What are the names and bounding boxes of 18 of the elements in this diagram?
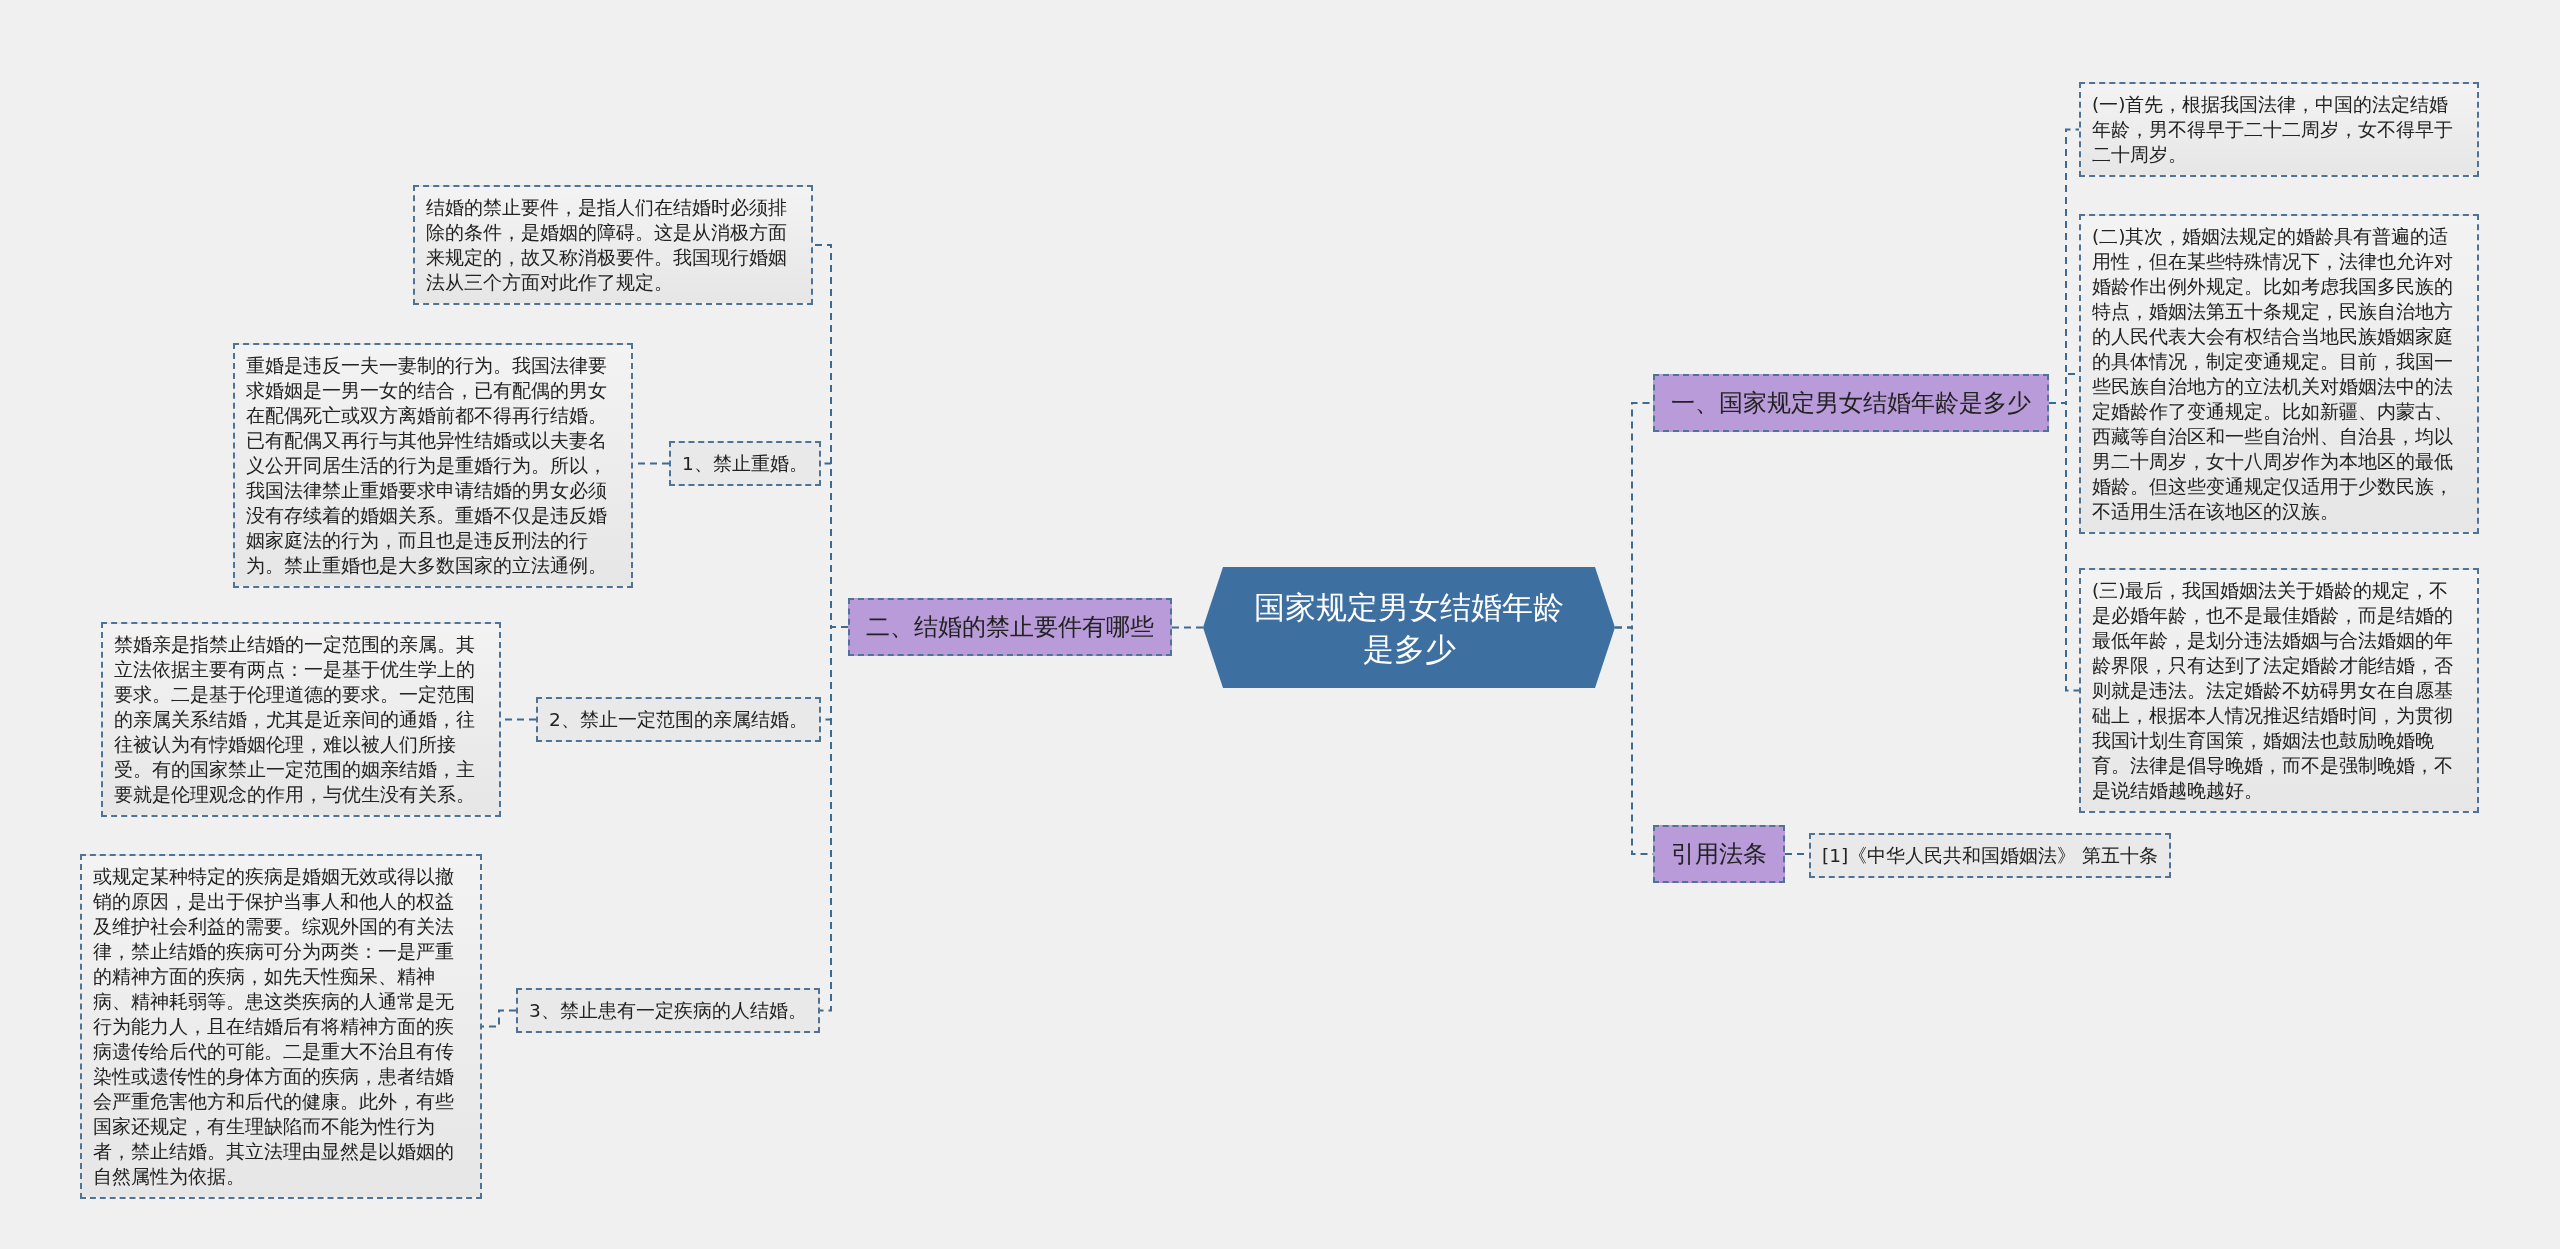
- branch-box: 一、国家规定男女结婚年龄是多少: [1653, 374, 2049, 432]
- topic-hexagon: 国家规定男女结婚年龄是多少: [1203, 567, 1615, 688]
- text-box: 禁婚亲是指禁止结婚的一定范围的亲属。其立法依据主要有两点：一是基于优生学上的要求。二是基于伦理道德的要求。一定范围的亲属关系结婚，尤其是近亲间的通婚，往往被认为有悖婚姻伦理，难以被人们所接受。有的国家禁止一定范围的姻亲结婚，主要就是伦理观念的作用，与优生没有关系。: [101, 622, 501, 817]
- item-box: [1]《中华人民共和国婚姻法》 第五十条: [1809, 833, 2172, 878]
- text-box: 重婚是违反一夫一妻制的行为。我国法律要求婚姻是一男一女的结合，已有配偶的男女在配偶死亡或双方离婚前都不得再行结婚。已有配偶又再行与其他异性结婚或以夫妻名义公开同居生活的行为是重婚行为。所以，我国法律禁止重婚要求申请结婚的男女必须没有存续着的婚姻关系。重婚不仅是违反婚姻家庭法的行为，而且也是违反刑法的行为。禁止重婚也是大多数国家的立法通例。: [233, 343, 633, 588]
- connector: [2048, 402, 2080, 692]
- text-box: (二)其次，婚姻法规定的婚龄具有普遍的适用性，但在某些特殊情况下，法律也允许对婚龄作出例外规定。比如考虑我国多民族的特点，婚姻法第五十条规定，民族自治地方的人民代表大会有权结合当地民族婚姻家庭的具体情况，制定变通规定。目前，我国一些民族自治地方的立法机关对婚姻法中的法定婚龄作了变通规定。比如新疆、内蒙古、西藏等自治区和一些自治州、自治县，均以男二十周岁，女十八周岁作为本地区的最低婚龄。但这些变通规定仅适用于少数民族，不适用生活在该地区的汉族。: [2079, 214, 2479, 534]
- connector: [1171, 626, 1204, 629]
- text-box: (一)首先，根据我国法律，中国的法定结婚年龄，男不得早于二十二周岁，女不得早于二十周岁。: [2079, 82, 2479, 177]
- item-box: 1、禁止重婚。: [669, 441, 821, 486]
- text-box: 或规定某种特定的疾病是婚姻无效或得以撤销的原因，是出于保护当事人和他人的权益及维护社会利益的需要。综观外国的有关法律，禁止结婚的疾病可分为两类：一是严重的精神方面的疾病，如先天性痴呆、精神病、精神耗弱等。患这类疾病的人通常是无行为能力人，且在结婚后有将精神方面的疾病遗传给后代的可能。二是重大不治且有传染性或遗传性的身体方面的疾病，患者结婚会严重危害他方和后代的健康。此外，有些国家还规定，有生理缺陷而不能为性行为者，禁止结婚。其立法理由显然是以婚姻的自然属性为依据。: [80, 854, 482, 1199]
- text-box: 结婚的禁止要件，是指人们在结婚时必须排除的条件，是婚姻的障碍。这是从消极方面来规定的，故又称消极要件。我国现行婚姻法从三个方面对此作了规定。: [413, 185, 813, 305]
- branch-box: 引用法条: [1653, 825, 1785, 883]
- item-box: 2、禁止一定范围的亲属结婚。: [536, 697, 821, 742]
- connector: [481, 1009, 517, 1028]
- branch-box: 二、结婚的禁止要件有哪些: [848, 598, 1172, 656]
- item-box: 3、禁止患有一定疾病的人结婚。: [516, 988, 820, 1033]
- text-box: (三)最后，我国婚姻法关于婚龄的规定，不是必婚年龄，也不是最佳婚龄，而是结婚的最低年龄，是划分违法婚姻与合法婚姻的年龄界限，只有达到了法定婚龄才能结婚，否则就是违法。法定婚龄不妨碍男女在自愿基础上，根据本人情况推迟结婚时间，为贯彻我国计划生育国策，婚姻法也鼓励晚婚晚育。法律是倡导晚婚，而不是强制晚婚，不是说结婚越晚越好。: [2079, 568, 2479, 813]
